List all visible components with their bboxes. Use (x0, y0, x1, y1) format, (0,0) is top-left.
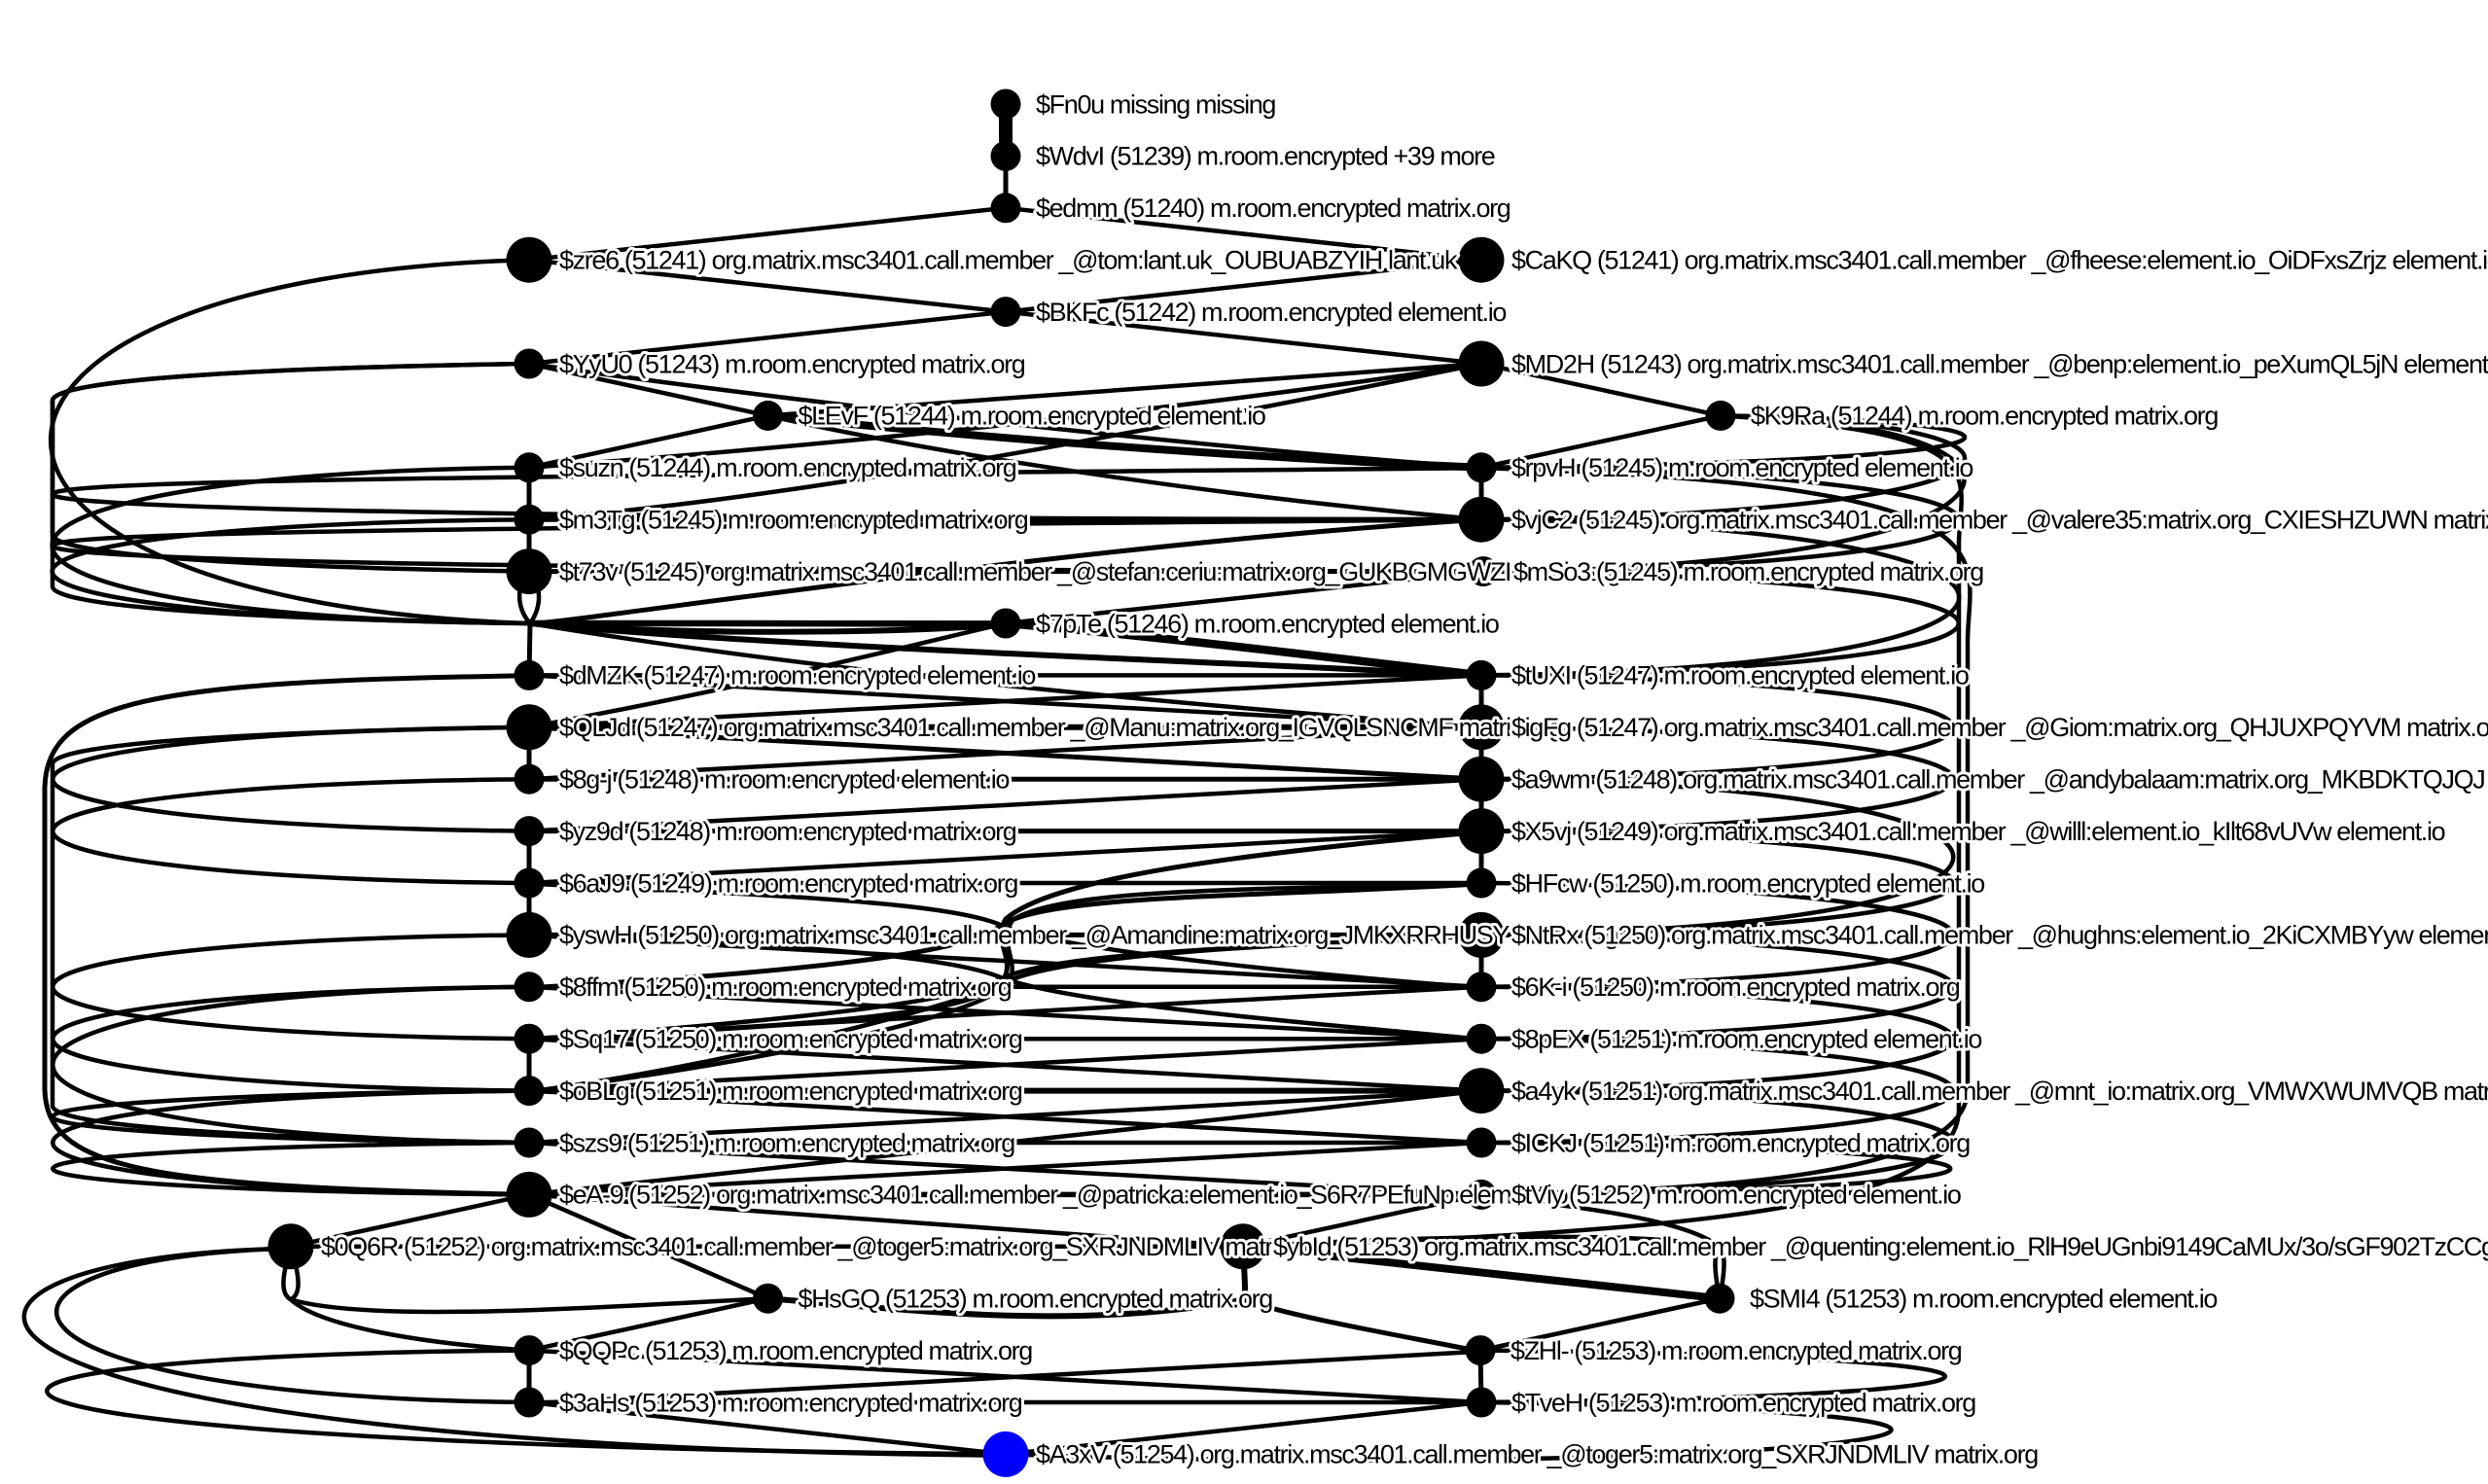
svg-text:$8ffm (51250) m.room.encrypted: $8ffm (51250) m.room.encrypted matrix.or… (559, 972, 1012, 1002)
svg-text:$ybId (51253) org.matrix.msc34: $ybId (51253) org.matrix.msc3401.call.me… (1273, 1232, 2488, 1261)
svg-text:$Sq17 (51250) m.room.encrypted: $Sq17 (51250) m.room.encrypted matrix.or… (559, 1025, 1022, 1054)
svg-text:$7pTe (51246) m.room.encrypted: $7pTe (51246) m.room.encrypted element.i… (1036, 609, 1499, 638)
svg-text:$SMI4 (51253) m.room.encrypted: $SMI4 (51253) m.room.encrypted element.i… (1750, 1285, 2217, 1314)
svg-text:$yswH (51250) org.matrix.msc34: $yswH (51250) org.matrix.msc3401.call.me… (559, 921, 1617, 950)
svg-text:$ICKJ (51251) m.room.encrypted: $ICKJ (51251) m.room.encrypted matrix.or… (1511, 1128, 1970, 1157)
svg-text:$suzn (51244) m.room.encrypted: $suzn (51244) m.room.encrypted matrix.or… (559, 453, 1016, 482)
svg-text:$zre6 (51241) org.matrix.msc34: $zre6 (51241) org.matrix.msc3401.call.me… (559, 246, 1458, 275)
svg-text:$dMZK (51247) m.room.encrypted: $dMZK (51247) m.room.encrypted element.i… (559, 661, 1035, 690)
svg-text:$TveH (51253) m.room.encrypted: $TveH (51253) m.room.encrypted matrix.or… (1511, 1388, 1975, 1417)
svg-text:$igFg (51247) org.matrix.msc34: $igFg (51247) org.matrix.msc3401.call.me… (1511, 713, 2488, 742)
svg-text:$QLJd (51247) org.matrix.msc34: $QLJd (51247) org.matrix.msc3401.call.me… (559, 713, 1562, 742)
svg-text:$szs9 (51251) m.room.encrypted: $szs9 (51251) m.room.encrypted matrix.or… (559, 1128, 1014, 1157)
svg-text:$YyU0 (51243) m.room.encrypted: $YyU0 (51243) m.room.encrypted matrix.or… (559, 349, 1025, 378)
svg-text:$MD2H (51243) org.matrix.msc34: $MD2H (51243) org.matrix.msc3401.call.me… (1511, 349, 2488, 378)
svg-text:$6aJ9 (51249) m.room.encrypted: $6aJ9 (51249) m.room.encrypted matrix.or… (559, 868, 1017, 898)
svg-text:$8pEX (51251) m.room.encrypted: $8pEX (51251) m.room.encrypted element.i… (1511, 1025, 1981, 1054)
svg-text:$oBLg (51251) m.room.encrypted: $oBLg (51251) m.room.encrypted matrix.or… (559, 1077, 1022, 1106)
svg-text:$QQPc (51253) m.room.encrypted: $QQPc (51253) m.room.encrypted matrix.or… (559, 1336, 1032, 1365)
svg-text:$mSo3 (51245) m.room.encrypted: $mSo3 (51245) m.room.encrypted matrix.or… (1513, 557, 1983, 586)
svg-text:$6K-i (51250) m.room.encrypted: $6K-i (51250) m.room.encrypted matrix.or… (1511, 972, 1960, 1002)
svg-text:$K9Ra (51244) m.room.encrypted: $K9Ra (51244) m.room.encrypted matrix.or… (1751, 402, 2218, 431)
svg-text:$tUXI (51247) m.room.encrypted: $tUXI (51247) m.room.encrypted element.i… (1511, 661, 1969, 690)
svg-text:$X5vj (51249) org.matrix.msc34: $X5vj (51249) org.matrix.msc3401.call.me… (1511, 817, 2445, 846)
svg-text:$eA-9 (51252) org.matrix.msc34: $eA-9 (51252) org.matrix.msc3401.call.me… (559, 1181, 1568, 1210)
svg-text:$BKFc (51242) m.room.encrypted: $BKFc (51242) m.room.encrypted element.i… (1036, 298, 1506, 327)
svg-text:$NtRx (51250) org.matrix.msc34: $NtRx (51250) org.matrix.msc3401.call.me… (1511, 921, 2488, 950)
svg-text:$a9wm (51248) org.matrix.msc34: $a9wm (51248) org.matrix.msc3401.call.me… (1511, 765, 2488, 795)
svg-text:$rpvH (51245) m.room.encrypted: $rpvH (51245) m.room.encrypted element.i… (1511, 453, 1973, 482)
svg-text:$vjC2 (51245) org.matrix.msc34: $vjC2 (51245) org.matrix.msc3401.call.me… (1511, 506, 2488, 535)
svg-text:$A3xV (51254) org.matrix.msc34: $A3xV (51254) org.matrix.msc3401.call.me… (1036, 1440, 2038, 1469)
svg-text:$LEvF (51244) m.room.encrypted: $LEvF (51244) m.room.encrypted element.i… (799, 402, 1265, 431)
svg-text:$0Q6R (51252) org.matrix.msc34: $0Q6R (51252) org.matrix.msc3401.call.me… (321, 1232, 1329, 1261)
svg-text:$ZHl- (51253) m.room.encrypted: $ZHl- (51253) m.room.encrypted matrix.or… (1511, 1336, 1962, 1365)
svg-text:$yz9d (51248) m.room.encrypted: $yz9d (51248) m.room.encrypted matrix.or… (559, 817, 1016, 846)
svg-text:$CaKQ (51241) org.matrix.msc34: $CaKQ (51241) org.matrix.msc3401.call.me… (1511, 246, 2488, 275)
svg-text:$tViy (51252) m.room.encrypted: $tViy (51252) m.room.encrypted element.i… (1511, 1181, 1961, 1210)
svg-text:$WdvI (51239) m.room.encrypted: $WdvI (51239) m.room.encrypted +39 more (1036, 142, 1495, 171)
svg-text:$3aHs (51253) m.room.encrypted: $3aHs (51253) m.room.encrypted matrix.or… (559, 1388, 1022, 1417)
svg-text:$Fn0u missing missing: $Fn0u missing missing (1036, 89, 1275, 119)
svg-text:$edmm (51240) m.room.encrypted: $edmm (51240) m.room.encrypted matrix.or… (1036, 194, 1511, 223)
svg-text:$a4yk (51251) org.matrix.msc34: $a4yk (51251) org.matrix.msc3401.call.me… (1511, 1077, 2488, 1106)
svg-text:$m3Tg (51245) m.room.encrypted: $m3Tg (51245) m.room.encrypted matrix.or… (559, 506, 1028, 535)
svg-text:$8g-j (51248) m.room.encrypted: $8g-j (51248) m.room.encrypted element.i… (559, 765, 1009, 795)
svg-text:$t73v (51245) org.matrix.msc34: $t73v (51245) org.matrix.msc3401.call.me… (559, 557, 1620, 586)
svg-text:$HFcw (51250) m.room.encrypted: $HFcw (51250) m.room.encrypted element.i… (1511, 868, 1984, 898)
svg-text:$HsGQ (51253) m.room.encrypted: $HsGQ (51253) m.room.encrypted matrix.or… (799, 1285, 1273, 1314)
